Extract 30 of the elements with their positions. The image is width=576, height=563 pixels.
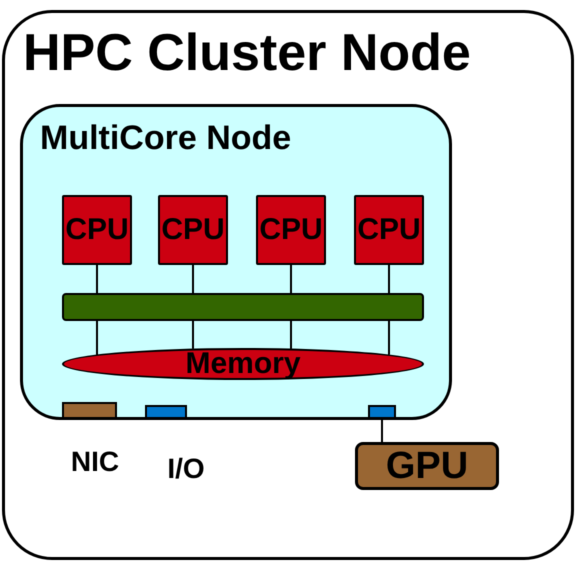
cpu-box [62, 195, 132, 265]
node-title: MultiCore Node [40, 121, 292, 155]
connector-line [290, 321, 292, 349]
cpu-label: CPU [161, 215, 225, 245]
nic-port [62, 402, 117, 419]
cpu-label: CPU [357, 215, 421, 245]
connector-line [96, 321, 98, 355]
connector-line [388, 265, 390, 293]
connector-line [388, 321, 390, 355]
connector-line [192, 265, 194, 293]
cpu-box [256, 195, 326, 265]
multicore-node-box [20, 104, 452, 420]
port-label: NIC [70, 448, 120, 476]
cpu-label: CPU [65, 215, 129, 245]
memory-label: Memory [185, 349, 301, 379]
cpu-box [354, 195, 424, 265]
gpu-box [355, 442, 499, 490]
cpu-label: CPU [259, 215, 323, 245]
connector-line [381, 419, 383, 442]
bus-bar [62, 293, 424, 321]
cpu-box [158, 195, 228, 265]
cluster-node-box [2, 10, 574, 560]
cluster-title: HPC Cluster Node [23, 27, 471, 79]
connector-line [192, 321, 194, 349]
gpu-label: GPU [386, 447, 468, 485]
connector-line [290, 265, 292, 293]
connector-line [96, 265, 98, 293]
port-label: I/O [167, 455, 205, 483]
io-port [368, 405, 396, 419]
io-port [145, 405, 187, 419]
